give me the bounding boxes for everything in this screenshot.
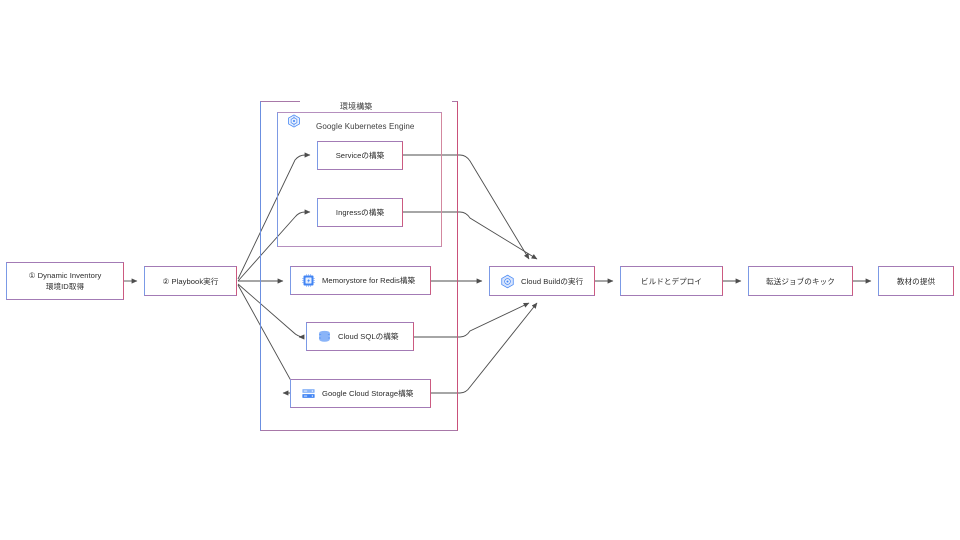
cloud-build-icon <box>500 274 515 289</box>
node-playbook-run[interactable]: ② Playbook実行 <box>144 266 237 296</box>
node-cloud-sql-build[interactable]: Cloud SQLの構築 <box>306 322 414 351</box>
node-label: Serviceの構築 <box>335 151 385 160</box>
node-ingress-build[interactable]: Ingressの構築 <box>317 198 403 227</box>
node-label: Cloud SQLの構築 <box>338 332 399 341</box>
node-label: Memorystore for Redis構築 <box>322 276 416 285</box>
node-transfer-job-kick[interactable]: 転送ジョブのキック <box>748 266 853 296</box>
node-label: 教材の提供 <box>896 276 936 286</box>
node-label-line-1: ① Dynamic Inventory <box>28 271 102 280</box>
node-dynamic-inventory[interactable]: ① Dynamic Inventory 環境ID取得 <box>6 262 124 300</box>
node-label-line-2: 環境ID取得 <box>45 282 85 291</box>
group-google-kubernetes-engine <box>277 112 442 247</box>
node-label: ② Playbook実行 <box>162 276 219 286</box>
node-label: Google Cloud Storage構築 <box>322 389 414 398</box>
cloud-storage-icon <box>301 386 316 401</box>
node-google-cloud-storage-build[interactable]: Google Cloud Storage構築 <box>290 379 431 408</box>
gke-icon <box>287 114 301 128</box>
group-label-google-kubernetes-engine: Google Kubernetes Engine <box>316 122 415 131</box>
node-label: Cloud Buildの実行 <box>521 276 584 286</box>
node-provide-materials[interactable]: 教材の提供 <box>878 266 954 296</box>
node-label: Ingressの構築 <box>335 208 385 217</box>
node-service-build[interactable]: Serviceの構築 <box>317 141 403 170</box>
group-label-env-build: 環境構築 <box>340 102 373 111</box>
label-mask-env-build <box>300 97 452 106</box>
node-label: 転送ジョブのキック <box>766 276 835 286</box>
node-build-and-deploy[interactable]: ビルドとデプロイ <box>620 266 723 296</box>
node-memorystore-redis-build[interactable]: Memorystore for Redis構築 <box>290 266 431 295</box>
cloud-sql-icon <box>317 329 332 344</box>
memorystore-redis-icon <box>301 273 316 288</box>
node-label: ビルドとデプロイ <box>640 276 703 286</box>
label-mask-gke <box>303 115 441 126</box>
node-cloud-build-run[interactable]: Cloud Buildの実行 <box>489 266 595 296</box>
